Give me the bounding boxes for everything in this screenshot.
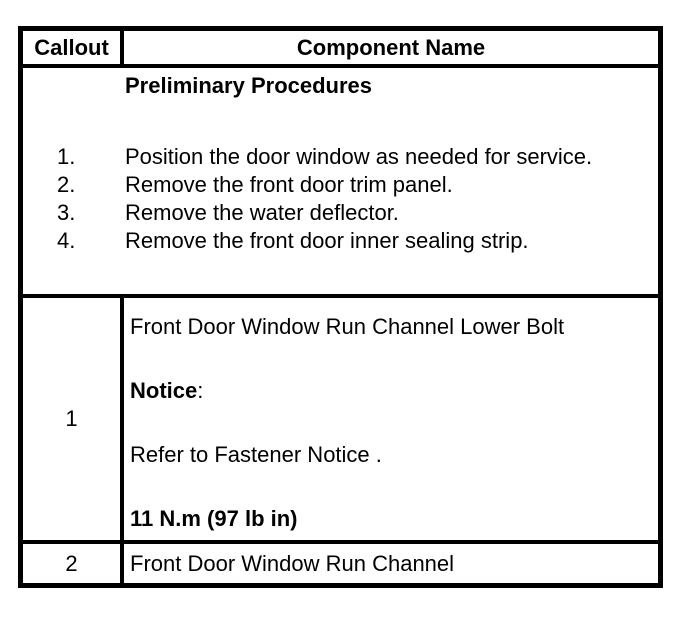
list-item-text: Remove the front door inner sealing stri… xyxy=(125,228,529,253)
component-name-text: Front Door Window Run Channel Lower Bolt xyxy=(130,314,565,339)
list-item-number: 1. xyxy=(57,144,76,169)
preliminary-procedures-heading: Preliminary Procedures xyxy=(125,73,373,98)
preliminary-procedures-cell: Preliminary Procedures 1. Position the d… xyxy=(23,68,658,294)
list-item-number: 4. xyxy=(57,228,76,253)
callout-number: 1 xyxy=(65,406,78,431)
callout-number: 2 xyxy=(65,550,78,576)
list-item-text: Remove the front door trim panel. xyxy=(125,172,453,197)
list-item: 4. Remove the front door inner sealing s… xyxy=(23,227,658,255)
list-item: 2. Remove the front door trim panel. xyxy=(23,171,658,199)
notice-label-colon: : xyxy=(197,378,204,403)
column-divider xyxy=(120,544,124,583)
notice-label: Notice: xyxy=(130,378,658,404)
torque-spec-text: 11 N.m (97 lb in) xyxy=(130,506,298,531)
list-item-number: 3. xyxy=(57,200,76,225)
preliminary-procedures-row: Preliminary Procedures 1. Position the d… xyxy=(23,68,658,298)
table-row: 2 Front Door Window Run Channel xyxy=(23,544,658,583)
component-description-cell: Front Door Window Run Channel Lower Bolt… xyxy=(124,298,658,540)
table-header-row: Callout Component Name xyxy=(23,31,658,68)
notice-reference-text: Refer to Fastener Notice . xyxy=(130,442,382,467)
table-row: 1 Front Door Window Run Channel Lower Bo… xyxy=(23,298,658,544)
list-item-text: Position the door window as needed for s… xyxy=(125,144,593,169)
component-name-text: Front Door Window Run Channel xyxy=(130,550,455,576)
column-divider xyxy=(120,31,124,64)
header-component-name: Component Name xyxy=(296,34,486,60)
list-item-number: 2. xyxy=(57,172,76,197)
list-item: 1. Position the door window as needed fo… xyxy=(23,143,658,171)
header-callout: Callout xyxy=(34,34,109,60)
notice-label-bold: Notice xyxy=(130,378,198,403)
component-table: Callout Component Name Preliminary Proce… xyxy=(18,26,663,588)
list-item-text: Remove the water deflector. xyxy=(125,200,399,225)
column-divider xyxy=(120,298,124,540)
list-item: 3. Remove the water deflector. xyxy=(23,199,658,227)
